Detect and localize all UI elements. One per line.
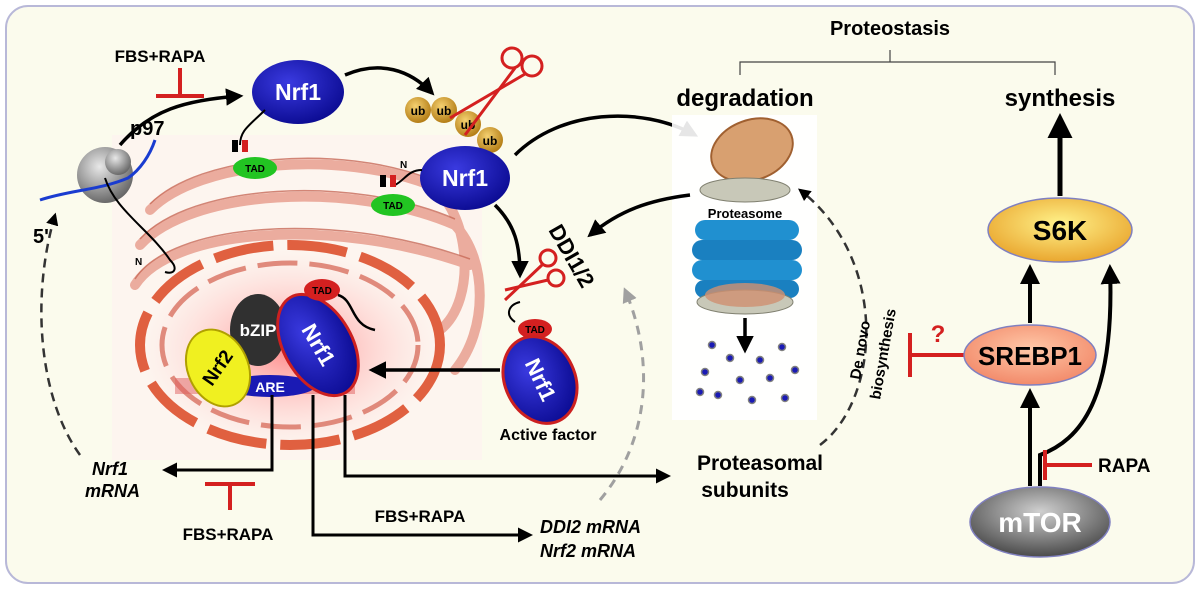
inhibit-rapa: [1043, 450, 1092, 480]
nrf2-mrna-label: Nrf2 mRNA: [540, 541, 636, 561]
s6k-node: [987, 197, 1133, 263]
membrane-anchor-b: [242, 140, 248, 152]
five-prime-label: 5': [33, 226, 49, 248]
inhibit-fbs-rapa-bottom-left: [205, 482, 255, 510]
proteasomal-subunits-label-line2: subunits: [701, 479, 789, 502]
tad-domain-er: [233, 157, 277, 179]
s6k-label: S6K: [1033, 215, 1087, 246]
tad-domain-active: [518, 319, 552, 339]
active-factor-label: Active factor: [500, 427, 597, 444]
synthesis-label: synthesis: [1005, 85, 1116, 112]
nrf1-mrna-label-line1: Nrf1: [92, 459, 128, 479]
ub-label-2: ub: [437, 104, 452, 118]
nrf1-nuclear-protein: [276, 292, 360, 398]
ubiquitination-arrow: [344, 66, 435, 96]
fbs-rapa-bottom-mid-label: FBS+RAPA: [375, 507, 466, 526]
membrane-anchor-c: [380, 175, 386, 187]
nrf1-ub-linker: [394, 169, 423, 186]
nrf1-er-protein: [252, 60, 344, 124]
ubiquitin-chain: [405, 97, 503, 153]
membrane-anchor-a: [232, 140, 238, 152]
nascent-chain: [104, 177, 176, 274]
proteasome-to-ddi-arrow: [587, 193, 691, 238]
tad-label-nuclear: TAD: [312, 286, 332, 297]
scissors-icon: [449, 46, 544, 136]
ribosome: [77, 147, 133, 203]
ddi2-nrf2-mrna-arrow: [311, 395, 533, 543]
tad-domain-nuclear: [304, 279, 340, 301]
nrf1-mrna-feedback-arrow: [40, 212, 82, 456]
nrf1-ubiquitinated-label: Nrf1: [442, 165, 488, 191]
tad-label-er: TAD: [245, 164, 265, 175]
ddi-feedback-arrow: [598, 287, 645, 501]
srebp1-label: SREBP1: [978, 341, 1082, 371]
proteasomal-subunits-arrow: [343, 395, 671, 484]
ub-label-4: ub: [483, 134, 498, 148]
proteasome-label: Proteasome: [708, 206, 782, 221]
membrane-anchor-d: [390, 175, 396, 187]
nrf2-protein: [184, 328, 252, 408]
inhibit-fbs-rapa-top: [156, 68, 204, 98]
active-linker: [508, 301, 521, 323]
nrf1-active-protein: [501, 335, 579, 425]
question-mark: ?: [931, 321, 946, 348]
nrf1-er-linker: [239, 109, 266, 146]
n-terminal-label-b: N: [400, 160, 407, 171]
ddi2-mrna-label: DDI2 mRNA: [540, 517, 641, 537]
degradation-label: degradation: [676, 85, 813, 112]
tad-label-ub: TAD: [383, 201, 403, 212]
nrf1-mrna-label-line2: mRNA: [85, 481, 140, 501]
rapa-label: RAPA: [1098, 456, 1151, 477]
nuclear-linker: [337, 293, 376, 332]
proteostasis-brace: [739, 50, 1056, 75]
are-label: ARE: [255, 379, 285, 395]
ub-label-1: ub: [411, 104, 426, 118]
fbs-rapa-bottom-left-label: FBS+RAPA: [183, 525, 274, 544]
processing-arrow: [493, 203, 529, 279]
nrf1-ubiquitinated-protein: [420, 146, 510, 210]
p97-arrow: [118, 88, 244, 147]
n-terminal-label-a: N: [135, 257, 142, 268]
tad-domain-ub: [371, 194, 415, 216]
nrf1-mrna-arrow: [162, 395, 274, 478]
bzip-domain: [230, 294, 286, 366]
scissors-icon-ddi: [503, 248, 566, 302]
peptide-fragments: [695, 340, 800, 405]
bzip-label: bZIP: [240, 321, 277, 340]
proteasomal-subunits-label-line1: Proteasomal: [697, 452, 823, 475]
inhibit-srebp1: [908, 333, 965, 377]
nrf1-er-label: Nrf1: [275, 79, 321, 105]
p97-label: p97: [130, 118, 164, 140]
proteostasis-label: Proteostasis: [830, 18, 950, 40]
srebp1-node: [963, 324, 1097, 386]
mtor-label: mTOR: [998, 507, 1082, 538]
de-novo-arrow: [798, 188, 868, 446]
tad-label-active: TAD: [525, 325, 545, 336]
mtor-node: [969, 486, 1111, 558]
mrna-strand: [39, 139, 157, 202]
mtor-to-s6k-arrow: [1038, 264, 1121, 486]
fbs-rapa-top-label: FBS+RAPA: [115, 47, 206, 66]
proteasome: [672, 115, 817, 420]
